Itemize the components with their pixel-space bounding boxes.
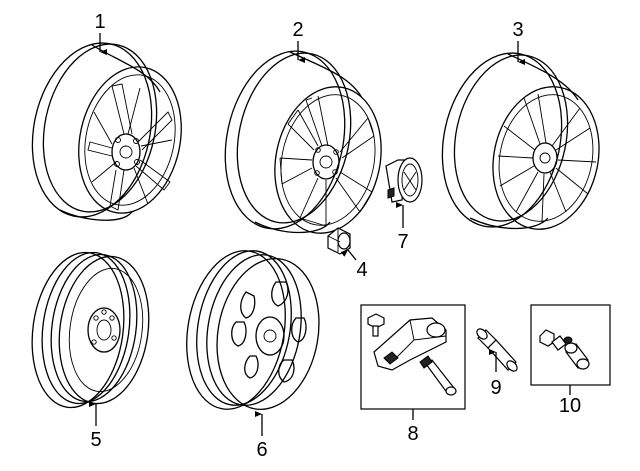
valve-stem[interactable] bbox=[475, 327, 519, 373]
center-cap[interactable] bbox=[385, 157, 423, 203]
spare-wheel[interactable] bbox=[23, 246, 158, 413]
callout-9: 9 bbox=[490, 377, 501, 399]
callout-1: 1 bbox=[94, 11, 105, 33]
callout-10: 10 bbox=[559, 395, 581, 417]
callout-4: 4 bbox=[356, 259, 367, 281]
leader-4 bbox=[340, 249, 357, 261]
callout-6: 6 bbox=[256, 439, 267, 461]
callout-5: 5 bbox=[90, 429, 101, 451]
tpms-sensor-box[interactable] bbox=[360, 304, 466, 410]
callout-2: 2 bbox=[292, 19, 303, 41]
wheel-2[interactable] bbox=[210, 40, 395, 243]
callout-8: 8 bbox=[407, 423, 418, 445]
callout-3: 3 bbox=[512, 19, 523, 41]
wheel-1[interactable] bbox=[17, 32, 194, 228]
wheel-3[interactable] bbox=[427, 42, 612, 239]
lug-nut[interactable] bbox=[327, 227, 351, 255]
callout-7: 7 bbox=[397, 231, 408, 253]
steel-wheel[interactable] bbox=[175, 243, 331, 418]
valve-kit-box[interactable] bbox=[530, 304, 611, 386]
